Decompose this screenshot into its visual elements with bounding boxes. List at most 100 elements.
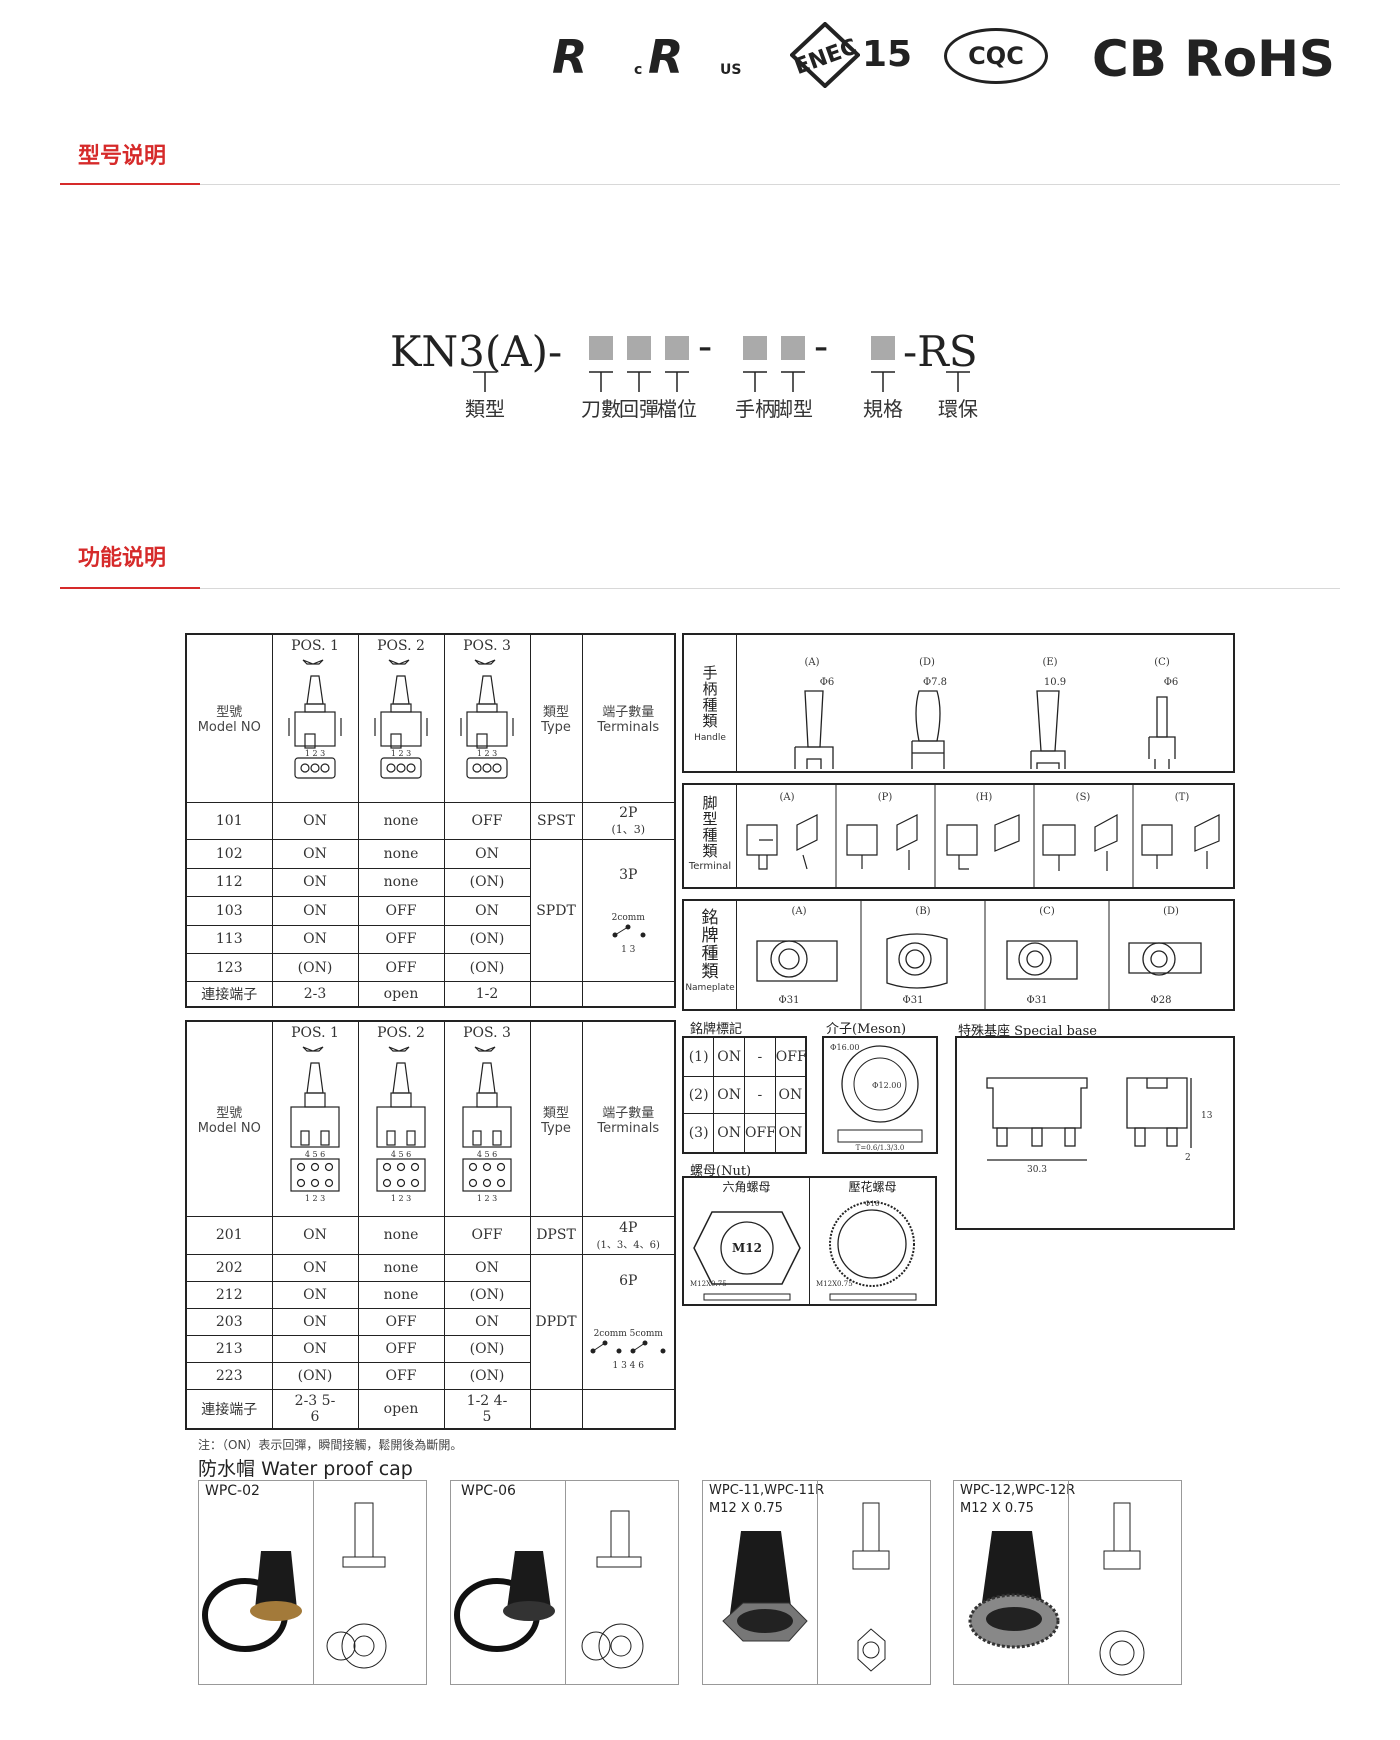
svg-text:Φ7.8: Φ7.8 [923,677,947,688]
svg-text:Φ31: Φ31 [903,995,924,1006]
toggle-switch-diagram: 4 5 6 1 2 3 [445,1041,530,1210]
svg-text:1 2 3: 1 2 3 [305,1194,325,1203]
toggle-switch-diagram: 1 2 3 [359,654,444,788]
svg-text:(C): (C) [1039,906,1055,917]
terminals-2p: 2P(1、3) [581,801,676,841]
cap-card-wpc02: WPC-02 [198,1480,427,1685]
svg-text:(P): (P) [878,792,893,803]
special-base-title: 特殊基座 Special base [958,1024,1097,1039]
ul-mark: R [552,30,587,84]
enec-logo: ENEC [789,21,861,89]
cul-logo: R [648,30,683,84]
cul-mark-c: c [634,62,643,78]
footnote: 注：（ON）表示回彈，瞬間接觸，鬆開後為斷開。 [198,1438,463,1452]
svg-text:Φ31: Φ31 [779,995,800,1006]
svg-text:1 2 3: 1 2 3 [477,749,497,758]
svg-text:Φ16.00: Φ16.00 [830,1043,859,1052]
svg-text:Φ6: Φ6 [1164,677,1179,688]
model-suffix: -RS [903,327,978,376]
mark-title: 銘牌標記 [690,1022,743,1037]
svg-text:(T): (T) [1175,792,1190,803]
svg-text:4 5 6: 4 5 6 [477,1150,497,1159]
section-title-function: 功能说明 [78,546,167,571]
special-base-panel: 30.3 13 2 [955,1036,1235,1230]
terminals-6p: 6P 2comm 5comm 1 3 4 6 [581,1253,676,1390]
svg-text:(H): (H) [976,792,993,803]
cb-rohs-logo: CB RoHS [1092,30,1335,88]
svg-text:30.3: 30.3 [1027,1165,1047,1175]
model-label-spec: 規格 [863,397,903,421]
toggle-switch-diagram: 1 2 3 [445,654,530,788]
svg-text:(A): (A) [779,792,794,803]
nut-panel: 六角螺母 壓花螺母 M12 M12X0.75 Φ16 M12X0.75 [682,1176,937,1306]
meson-panel: Φ16.00 Φ12.00 T=0.6/1.3/3.0 [822,1036,938,1154]
type-dpdt: DPDT [529,1253,583,1390]
svg-text:1 2 3: 1 2 3 [305,749,325,758]
svg-text:1 2 3: 1 2 3 [391,749,411,758]
table-row: 123(ON)OFF(ON) [185,952,675,983]
cap-drawing [722,1502,890,1672]
handle-title: 手柄種類 [702,664,718,730]
hex-nut-label: 六角螺母 [722,1180,771,1194]
svg-text:Φ28: Φ28 [1151,995,1172,1006]
terminals-4p: 4P(1、3、4、6) [581,1215,676,1255]
svg-text:(S): (S) [1076,792,1091,803]
meson-title: 介子(Meson) [826,1022,907,1037]
model-label-terminal: 脚型 [773,397,813,421]
model-label-poles: 刀數 [581,397,621,421]
type-spst: SPST [529,801,583,841]
svg-text:Φ12.00: Φ12.00 [872,1081,901,1090]
section-accent [60,183,200,185]
toggle-switch-diagram: 1 2 3 [273,654,358,788]
terminal-title: 脚型種類 [702,794,718,860]
svg-text:(E): (E) [1042,657,1057,668]
cap-card-wpc06: WPC-06 [450,1480,679,1685]
svg-text:-: - [814,321,828,370]
section-accent [60,587,200,589]
svg-text:M12X0.75: M12X0.75 [816,1280,853,1288]
section-divider [60,184,1340,185]
enec-text: ENEC [791,35,860,81]
model-prefix: KN3(A)- [390,327,562,376]
model-label-rohs: 環保 [938,397,978,421]
model-label-position: 檔位 [657,397,697,421]
cap-card-wpc12: WPC-12,WPC-12R M12 X 0.75 [953,1480,1182,1685]
svg-text:Φ16: Φ16 [865,1200,880,1208]
section-title-model: 型号说明 [78,144,167,169]
svg-text:4 5 6: 4 5 6 [391,1150,411,1159]
svg-text:1 2 3: 1 2 3 [477,1194,497,1203]
type-dpst: DPST [529,1215,583,1255]
model-label-handle: 手柄 [735,397,775,421]
svg-text:M12X0.75: M12X0.75 [690,1280,727,1288]
terminal-types-panel: 脚型種類 Terminal (A)(P) (H)(S)(T) [682,783,1235,889]
nameplate-title: 銘牌種類 [701,908,719,982]
svg-text:(C): (C) [1154,657,1170,668]
cap-card-wpc11: WPC-11,WPC-11R M12 X 0.75 [702,1480,931,1685]
svg-text:1 2 3: 1 2 3 [391,1194,411,1203]
svg-text:Φ31: Φ31 [1027,995,1048,1006]
